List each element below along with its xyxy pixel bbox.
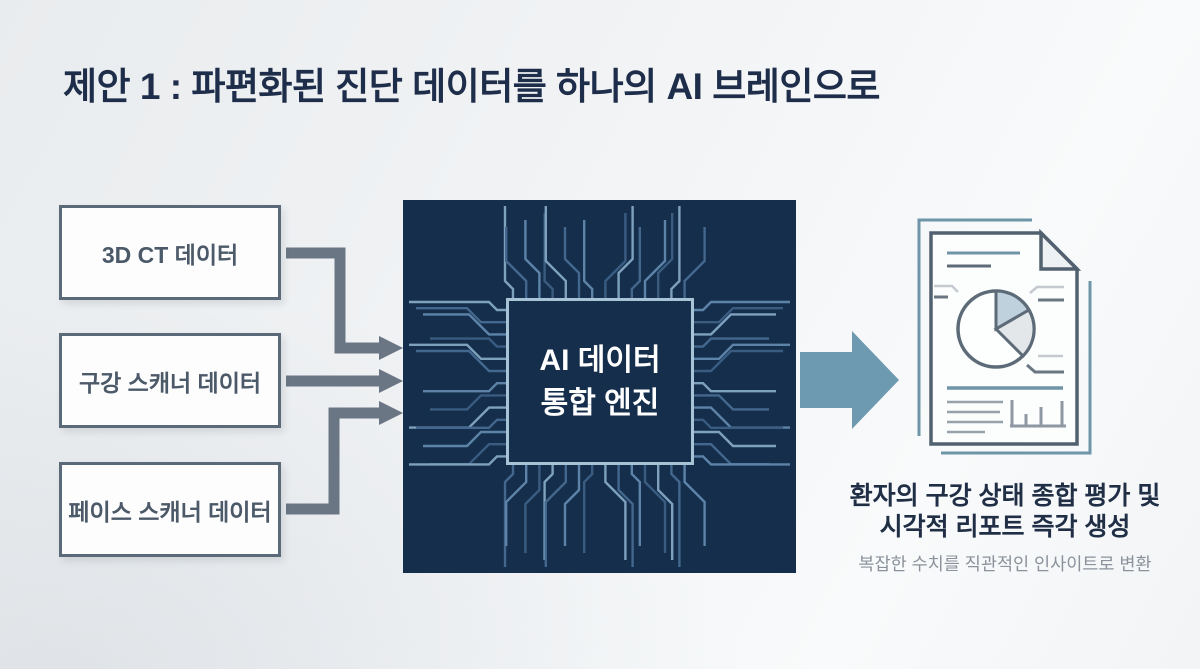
bar-chart-icon: [1010, 400, 1066, 428]
ai-engine-label-line1: AI 데이터: [539, 343, 661, 377]
slide-title: 제안 1 : 파편화된 진단 데이터를 하나의 AI 브레인으로: [63, 66, 880, 107]
ai-engine-chip: AI 데이터 통합 엔진: [403, 200, 796, 573]
circuit-chip-icon: [409, 206, 790, 567]
ai-engine-core: AI 데이터 통합 엔진: [506, 298, 694, 465]
source-box-label: 3D CT 데이터: [101, 241, 239, 268]
output-title-line1: 환자의 구강 상태 종합 평가 및: [849, 482, 1161, 510]
source-box-3d-ct: 3D CT 데이터: [59, 205, 284, 304]
ai-engine-label-line2: 통합 엔진: [540, 386, 660, 420]
source-box-face-scanner: 페이스 스캐너 데이터: [59, 462, 284, 561]
folded-corner: [1039, 228, 1082, 271]
pie-callouts: [934, 284, 1064, 374]
connector-arrow-bottom: [286, 407, 381, 515]
output-title-line2: 시각적 리포트 즉각 생성: [879, 513, 1131, 541]
back-sheet-left: [917, 218, 1032, 436]
connector-arrows: [286, 247, 381, 515]
connector-arrowheads: [379, 336, 403, 425]
connector-arrow-top: [286, 247, 381, 354]
output-subtitle: 복잡한 수치를 직관적인 인사이트로 변환: [858, 554, 1152, 574]
doc-text-lines: [947, 400, 1003, 434]
back-sheet-right: [941, 281, 1092, 455]
source-box-label: 구강 스캐너 데이터: [78, 369, 262, 396]
source-box-label: 페이스 스캐너 데이터: [68, 498, 272, 525]
source-box-oral-scanner: 구강 스캐너 데이터: [59, 333, 284, 432]
right-arrow-icon: [800, 331, 899, 429]
report-document-icon: [917, 218, 1092, 455]
output-caption: 환자의 구강 상태 종합 평가 및 시각적 리포트 즉각 생성 복잡한 수치를 …: [840, 481, 1170, 576]
pie-chart-icon: [956, 289, 1036, 369]
